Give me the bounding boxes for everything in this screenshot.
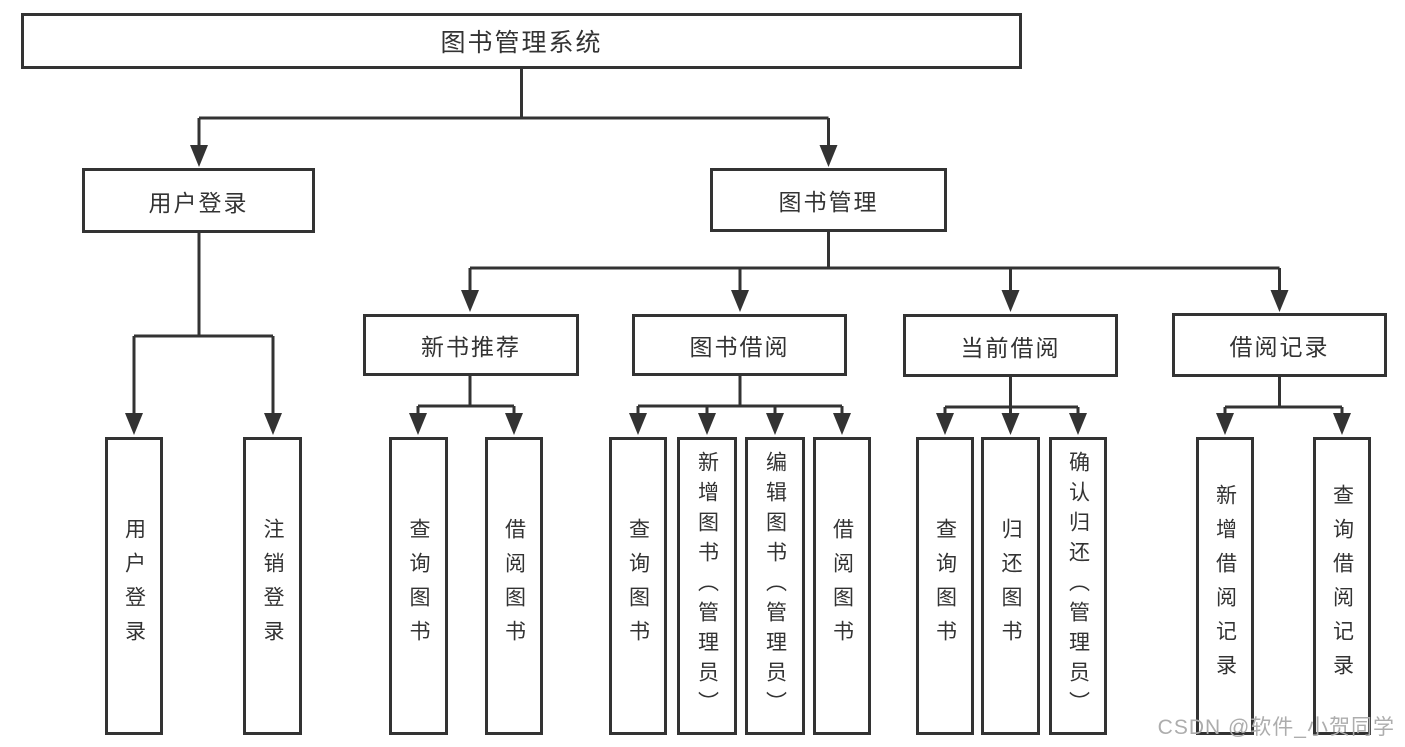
node-label: 新增借阅记录 [1213,484,1237,688]
node-label: 图书管理 [778,189,879,215]
node-label: 借阅图书 [830,518,854,654]
node-label: 新书推荐 [421,334,521,360]
leaf-add-books-admin: 新增图书（管理员） [677,437,737,735]
node-label: 注销登录 [261,518,284,654]
node-library-management-system: 图书管理系统 [21,13,1022,69]
node-label: 当前借阅 [960,334,1061,361]
node-label: 查询借阅记录 [1330,484,1354,688]
node-label: 编辑图书（管理员） [763,451,787,721]
node-label: 查询图书 [626,518,650,654]
node-label: 用户登录 [122,518,146,654]
node-label: 归还图书 [999,518,1022,654]
node-label: 查询图书 [933,518,957,654]
node-label: 查询图书 [407,518,430,654]
node-label: 确认归还（管理员） [1066,451,1090,721]
node-label: 用户登录 [148,189,249,216]
node-new-book-recommend: 新书推荐 [363,314,579,376]
leaf-user-login: 用户登录 [105,437,163,735]
node-current-borrow: 当前借阅 [903,314,1118,377]
node-label: 新增图书（管理员） [695,451,719,721]
node-label: 借阅记录 [1229,334,1330,360]
leaf-confirm-return-admin: 确认归还（管理员） [1049,437,1107,735]
node-label: 图书管理系统 [440,29,603,57]
leaf-query-books-borrow: 查询图书 [609,437,667,735]
arrowhead-icons [125,145,1351,435]
node-borrow-records: 借阅记录 [1172,313,1387,377]
csdn-watermark: CSDN @软件_小贺同学 [1157,716,1395,739]
leaf-logout: 注销登录 [243,437,302,735]
leaf-return-books: 归还图书 [981,437,1040,735]
leaf-query-books-recommend: 查询图书 [389,437,448,735]
node-book-management: 图书管理 [710,168,947,232]
node-label: 借阅图书 [502,518,526,654]
leaf-query-borrow-record: 查询借阅记录 [1313,437,1371,735]
node-user-login: 用户登录 [82,168,315,233]
leaf-borrow-books-recommend: 借阅图书 [485,437,543,735]
leaf-add-borrow-record: 新增借阅记录 [1196,437,1254,735]
connector-paths [132,69,1344,417]
leaf-edit-books-admin: 编辑图书（管理员） [745,437,805,735]
node-label: 图书借阅 [689,334,790,360]
node-book-borrow: 图书借阅 [632,314,847,376]
leaf-query-books-current: 查询图书 [916,437,974,735]
leaf-borrow-books: 借阅图书 [813,437,871,735]
